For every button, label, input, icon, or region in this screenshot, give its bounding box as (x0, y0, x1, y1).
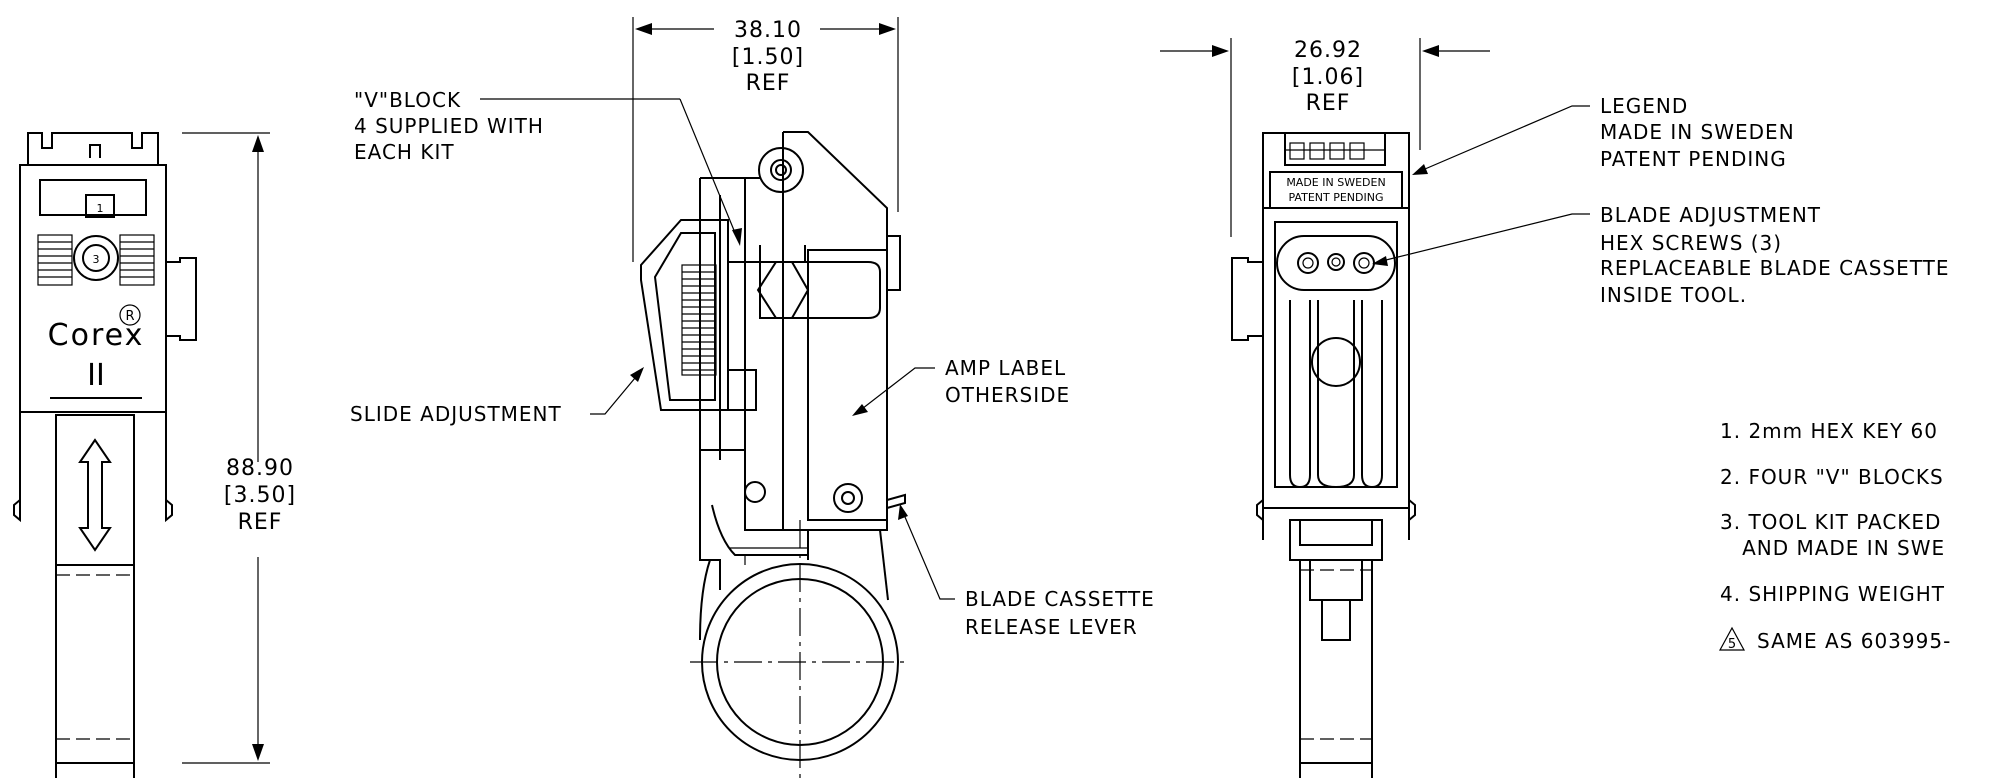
blade-release-line2: RELEASE LEVER (965, 615, 1138, 639)
knob-number: 3 (93, 253, 100, 266)
right-grille (119, 234, 155, 286)
height-dim-inch: [3.50] (224, 483, 296, 508)
note-1: 1. 2mm HEX KEY 60 (1720, 419, 1938, 443)
callout-slide-adjustment: SLIDE ADJUSTMENT (350, 367, 644, 426)
legend-line2: MADE IN SWEDEN (1600, 120, 1795, 144)
right-dim-ref: REF (1306, 91, 1351, 116)
right-back-view: 26.92 [1.06] REF MADE IN SWEDEN PATENT P… (1160, 38, 1490, 778)
blade-adjust-line3: REPLACEABLE BLADE CASSETTE (1600, 256, 1949, 280)
top-slots (1285, 142, 1385, 160)
note-5: SAME AS 603995- (1757, 629, 1951, 653)
left-front-view: 1 3 Corex R II (13, 132, 296, 778)
amp-label-line2: OTHERSIDE (945, 383, 1070, 407)
delta-icon (1718, 626, 1746, 651)
center-hole (1311, 337, 1361, 387)
slide-adjustment-label: SLIDE ADJUSTMENT (350, 402, 562, 426)
adjust-knob (73, 235, 119, 281)
notes-list: 1. 2mm HEX KEY 60 2. FOUR "V" BLOCKS 3. … (1718, 419, 1951, 653)
amp-label-line1: AMP LABEL (945, 356, 1066, 380)
note-3-cont: AND MADE IN SWE (1720, 536, 1945, 560)
note-3: 3. TOOL KIT PACKED (1720, 510, 1941, 534)
note-5-marker: 5 (1728, 637, 1736, 652)
top-dim-ref: REF (746, 71, 791, 96)
callout-blade-release: BLADE CASSETTE RELEASE LEVER (898, 504, 1155, 639)
middle-side-view: 38.10 [1.50] REF (632, 17, 910, 778)
callout-blade-adjustment: BLADE ADJUSTMENT HEX SCREWS (3) REPLACEA… (1372, 203, 1949, 307)
blade-release-line1: BLADE CASSETTE (965, 587, 1155, 611)
registered-mark (119, 304, 141, 326)
note-2: 2. FOUR "V" BLOCKS (1720, 465, 1944, 489)
height-dim-ref: REF (238, 510, 283, 535)
top-dim-mm: 38.10 (734, 18, 802, 43)
plate-line1: MADE IN SWEDEN (1286, 176, 1385, 189)
callout-legend: LEGEND MADE IN SWEDEN PATENT PENDING (1412, 94, 1795, 175)
knob-number-circle (82, 244, 110, 272)
blade-adjust-line4: INSIDE TOOL. (1600, 283, 1747, 307)
body-outline (19, 164, 167, 413)
callout-amp-label: AMP LABEL OTHERSIDE (852, 356, 1070, 416)
height-dim-mm: 88.90 (226, 456, 294, 481)
hex-screw-plate (1276, 235, 1396, 291)
blade-adjust-line1: BLADE ADJUSTMENT (1600, 203, 1821, 227)
blade-adjust-line2: HEX SCREWS (3) (1600, 231, 1782, 255)
right-dim-inch: [1.06] (1292, 65, 1364, 90)
top-dim-inch: [1.50] (732, 45, 804, 70)
number-box (85, 194, 115, 218)
v-block-line1: "V"BLOCK (354, 88, 461, 112)
legend-line1: LEGEND (1600, 94, 1688, 118)
registered-letter: R (125, 309, 134, 324)
number-box-label: 1 (97, 202, 104, 215)
double-arrow-icon (78, 438, 112, 552)
right-dim-mm: 26.92 (1294, 38, 1362, 63)
callout-v-block: "V"BLOCK 4 SUPPLIED WITH EACH KIT (354, 88, 742, 246)
legend-line3: PATENT PENDING (1600, 147, 1787, 171)
model-number: II (87, 358, 105, 393)
v-block-ridges (681, 264, 717, 376)
v-block-line2: 4 SUPPLIED WITH (354, 114, 544, 138)
v-block-line3: EACH KIT (354, 140, 455, 164)
note-4: 4. SHIPPING WEIGHT (1720, 582, 1945, 606)
left-grille (37, 234, 73, 286)
plate-line2: PATENT PENDING (1289, 191, 1384, 204)
